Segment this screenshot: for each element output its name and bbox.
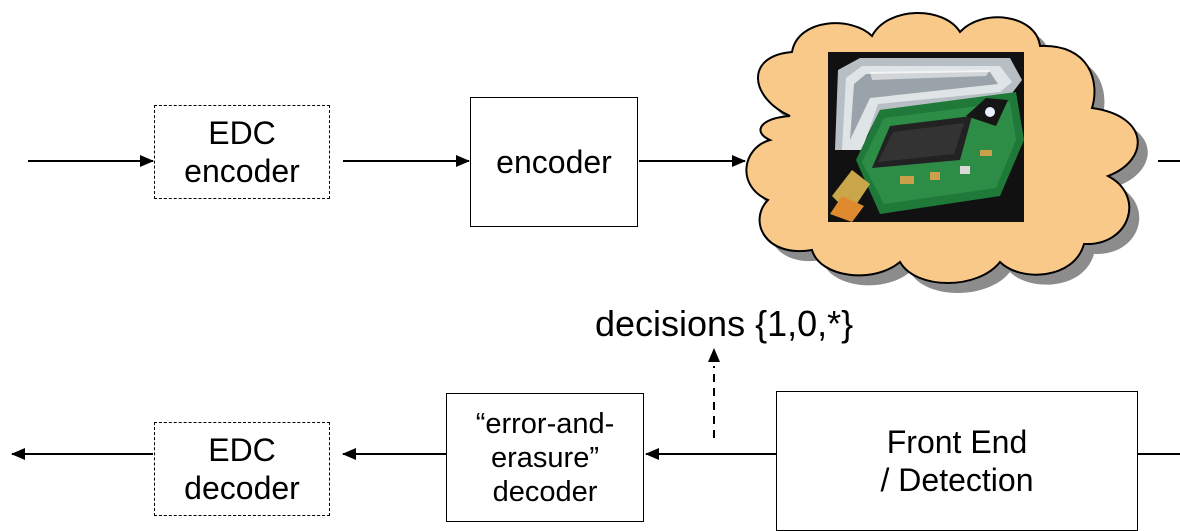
flash-memory-photo [828,52,1024,222]
front-end-label-line2: / Detection [880,462,1034,498]
edc-encoder-block: EDC encoder [154,105,330,199]
edc-decoder-label-line2: decoder [184,470,300,506]
edc-encoder-label-line2: encoder [184,153,300,189]
edc-decoder-block: EDC decoder [154,422,330,516]
front-end-detection-block: Front End / Detection [776,391,1138,531]
error-and-erasure-decoder-block: “error-and- erasure” decoder [446,393,644,522]
ee-decoder-label-line1: “error-and- [475,407,615,440]
edc-decoder-label-line1: EDC [208,432,276,468]
decisions-label: decisions {1,0,*} [595,303,854,344]
decisions-arrowhead [708,348,720,362]
ee-decoder-label-line2: erasure” [491,441,599,474]
ee-decoder-label-line3: decoder [492,475,598,508]
edc-encoder-label-line1: EDC [208,115,276,151]
encoder-label: encoder [496,144,612,180]
front-end-label-line1: Front End [886,424,1028,460]
encoder-block: encoder [470,97,638,227]
